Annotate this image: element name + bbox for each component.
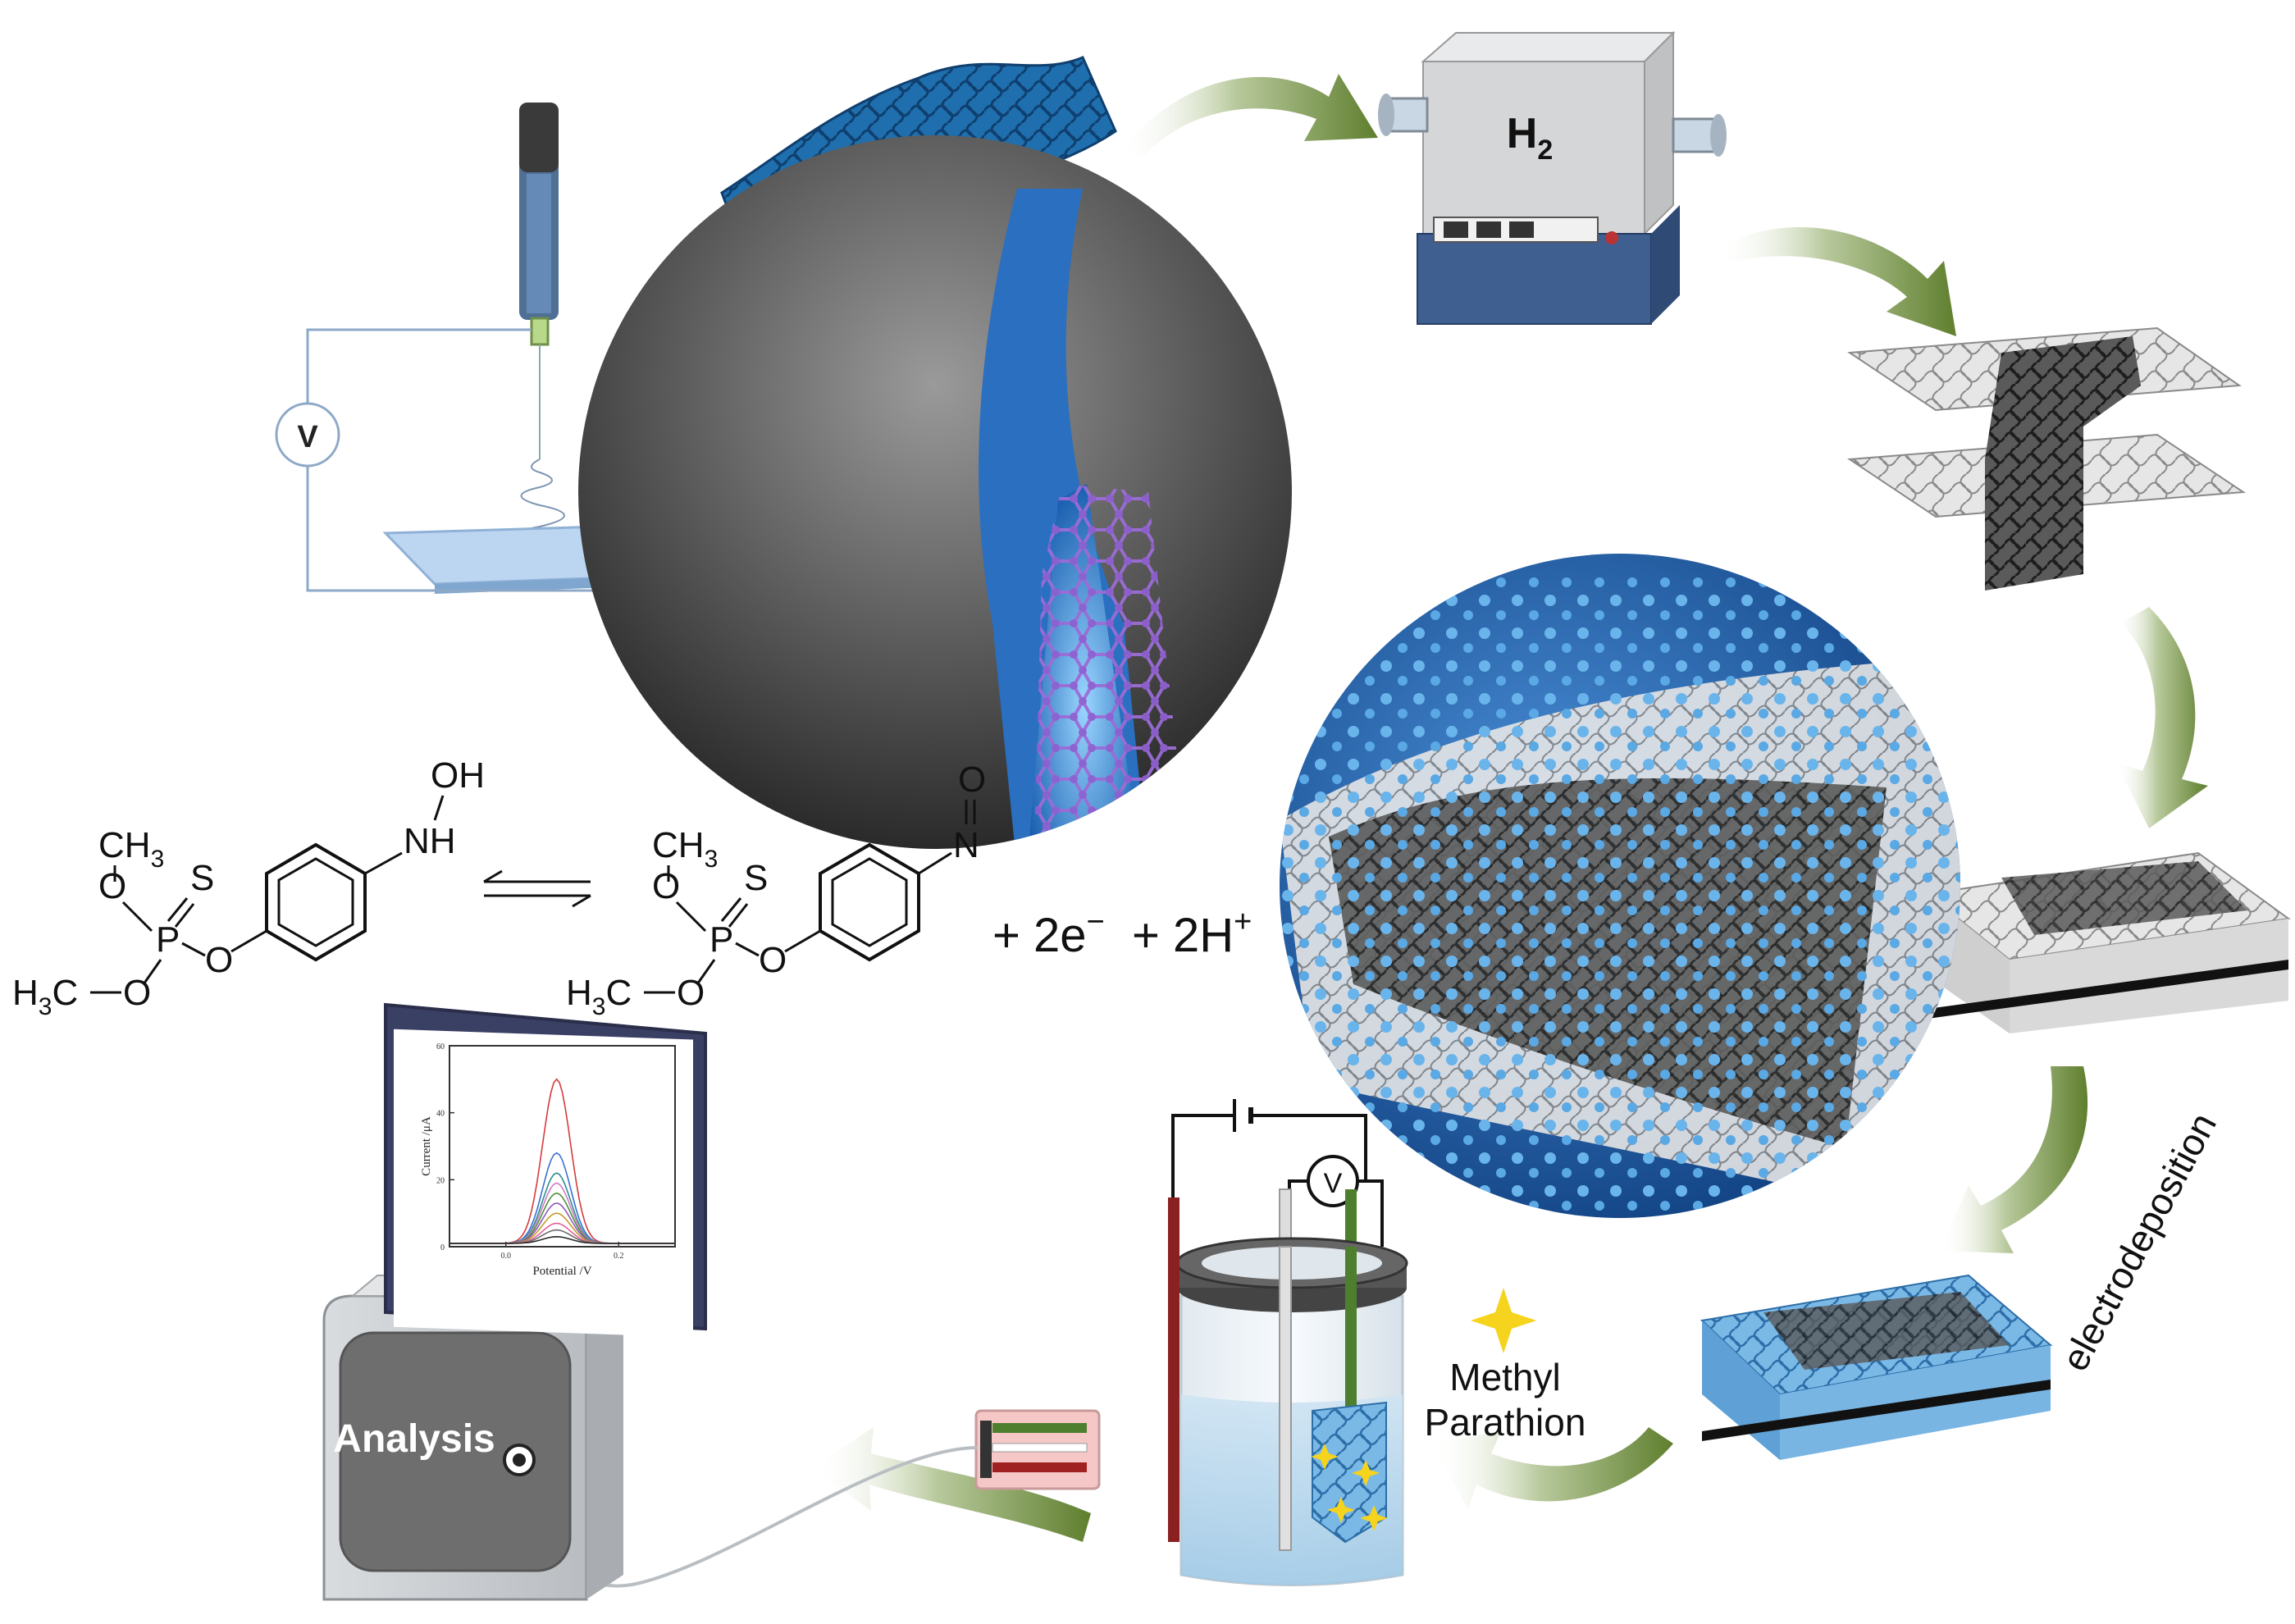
y-tick-label: 60 — [436, 1042, 445, 1051]
furnace-base — [1417, 233, 1652, 325]
voltmeter — [275, 402, 340, 468]
reactant-molecule: CH3 O P S O O H3C NH OH — [12, 755, 485, 1020]
analyzer-label: Analysis — [333, 1417, 495, 1461]
target-line2: Parathion — [1425, 1401, 1586, 1444]
x-axis-label: Potential /V — [532, 1265, 591, 1278]
chart-frame — [449, 1045, 676, 1248]
furnace-port-right — [1672, 117, 1720, 153]
reactant-ch3: CH3 — [98, 825, 164, 873]
product-h3c: H3C — [566, 973, 632, 1020]
y-tick-label: 40 — [436, 1110, 445, 1119]
gray-mesh-layers — [1847, 326, 2246, 591]
reaction-protons: + 2H+ — [1132, 905, 1252, 962]
graphene-lattice — [1033, 484, 1189, 849]
working-electrode-mesh — [1312, 1401, 1387, 1544]
reactant-o-lower: O — [123, 973, 151, 1013]
arrow-furnace-to-mesh — [1718, 227, 1956, 336]
arrow-fiber-to-furnace — [1120, 74, 1378, 156]
tube-furnace: H2 — [1378, 30, 1727, 325]
methyl-parathion-target: Methyl Parathion — [1425, 1288, 1586, 1444]
reactant-h3c: H3C — [12, 973, 78, 1020]
product-n: N — [953, 825, 979, 865]
product-ch3: CH3 — [652, 825, 718, 873]
carbon-fiber-strip — [1985, 336, 2141, 591]
printed-electrode — [974, 1409, 1101, 1490]
reactant-nh: NH — [404, 821, 456, 861]
reactant-o-ring: O — [205, 940, 233, 980]
y-axis-label: Current /μA — [420, 1116, 433, 1176]
arrow-cell-to-analyzer — [812, 1427, 1091, 1542]
process-arrows — [614, 74, 2208, 1542]
arrow-deposited-to-cell — [1431, 1427, 1673, 1509]
cell-circuit — [1171, 1114, 1367, 1197]
product-o-lower: O — [677, 973, 705, 1013]
blue-mesh-stack — [1700, 1274, 2053, 1460]
product-molecule: CH3 O P S O O H3C N O — [566, 760, 986, 1020]
equilibrium-arrows — [483, 869, 591, 908]
product-o-nitroso: O — [958, 760, 986, 800]
reaction-scheme: CH3 O P S O O H3C NH OH — [12, 755, 1252, 1020]
y-tick-label: 20 — [436, 1176, 445, 1185]
product-o-upper: O — [652, 866, 680, 906]
electrochemical-cell: V CE RE WE — [1168, 1099, 1408, 1586]
product-o-ring: O — [759, 940, 787, 980]
arrow-mesh-to-stack — [2116, 607, 2208, 828]
deposit-zoom-circle — [1280, 554, 1960, 1218]
furnace-gas-label: H2 — [1507, 110, 1553, 166]
reactant-o-upper: O — [98, 866, 126, 906]
analyzer-panel — [339, 1331, 572, 1572]
reaction-electrons: + 2e− — [992, 905, 1105, 962]
star-icon — [1471, 1288, 1536, 1353]
voltmeter-label: V — [297, 420, 318, 454]
reactant-s: S — [190, 858, 214, 898]
y-tick-label: 0 — [440, 1243, 445, 1252]
arrow-stack-to-deposited — [1940, 1066, 2088, 1253]
analyzer-device: Analysis — [322, 1275, 626, 1601]
analyzer-monitor — [384, 1002, 707, 1338]
syringe-tip — [530, 317, 550, 346]
dpv-series-line — [449, 1235, 675, 1244]
reactant-oh: OH — [431, 755, 485, 796]
x-tick-label: 0.0 — [501, 1252, 512, 1261]
gray-mesh-stack — [1925, 851, 2291, 1033]
x-tick-label: 0.2 — [614, 1252, 624, 1261]
cell-voltmeter-label: V — [1324, 1168, 1343, 1199]
fiber-zoom-circle — [578, 135, 1292, 849]
product-s: S — [744, 858, 768, 898]
target-line1: Methyl — [1449, 1356, 1560, 1398]
